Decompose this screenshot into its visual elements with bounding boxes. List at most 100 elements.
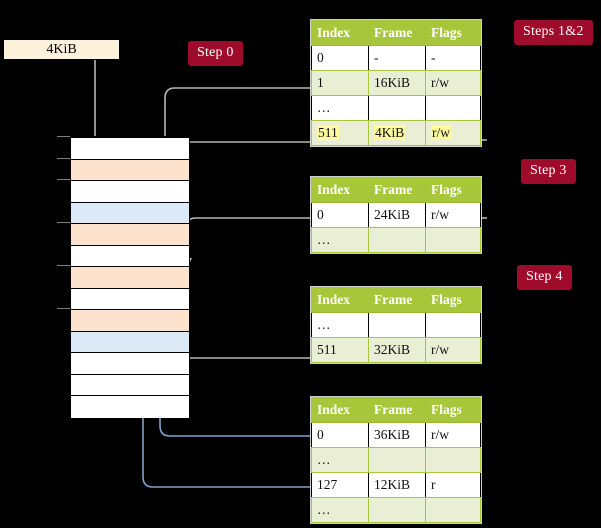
badge-step-0-label: Step 0: [197, 45, 234, 60]
column-header-frame: Frame: [368, 397, 426, 423]
memory-frame-1: [71, 159, 189, 182]
table-row: …: [311, 227, 481, 253]
cell-index: …: [311, 95, 369, 121]
cell-index: …: [311, 447, 369, 473]
memory-frame-6: [71, 267, 189, 289]
column-header-index: Index: [311, 287, 369, 313]
cell-index: …: [311, 497, 369, 523]
cell-flags: r/w: [425, 120, 481, 146]
cell-index: 0: [311, 422, 369, 448]
cell-flags: -: [425, 45, 481, 71]
column-header-frame: Frame: [368, 177, 426, 203]
offset-box-4kib: 4KiB: [3, 39, 120, 60]
table-row: …: [311, 312, 481, 338]
memory-frame-10: [71, 353, 189, 375]
column-header-frame: Frame: [368, 20, 426, 46]
memory-frame-12: [71, 396, 189, 418]
memory-frame-7: [71, 288, 189, 311]
cell-frame: [368, 227, 426, 253]
cell-frame: [368, 447, 426, 473]
badge-step-0: Step 0: [188, 41, 243, 66]
badge-step-3-label: Step 3: [530, 163, 567, 178]
memory-frame-2: [71, 181, 189, 203]
cell-frame: [368, 312, 426, 338]
column-header-frame: Frame: [368, 287, 426, 313]
frame-tick-6: [57, 265, 70, 267]
cell-frame: [368, 497, 426, 523]
frame-tick-8: [57, 308, 70, 310]
memory-frame-9: [71, 331, 189, 354]
cell-frame: 12KiB: [368, 472, 426, 498]
cell-flags: r/w: [425, 70, 481, 96]
cell-index: 0: [311, 202, 369, 228]
cell-index: …: [311, 227, 369, 253]
cell-index: 1: [311, 70, 369, 96]
cell-flags: [425, 312, 481, 338]
memory-frame-8: [71, 310, 189, 332]
cell-frame: 36KiB: [368, 422, 426, 448]
table-row: …: [311, 95, 481, 121]
memory-frame-3: [71, 202, 189, 225]
cell-frame: 32KiB: [368, 337, 426, 363]
badge-step-4: Step 4: [517, 265, 572, 290]
cell-frame: 4KiB: [368, 120, 426, 146]
cell-flags: [425, 227, 481, 253]
memory-frame-11: [71, 374, 189, 397]
frame-tick-1: [57, 157, 70, 159]
offset-box-label: 4KiB: [46, 42, 77, 57]
cell-flags: r/w: [425, 337, 481, 363]
cell-frame: 24KiB: [368, 202, 426, 228]
badge-step-4-label: Step 4: [526, 269, 563, 284]
cell-index: …: [311, 312, 369, 338]
column-header-flags: Flags: [425, 287, 481, 313]
cell-flags: [425, 497, 481, 523]
memory-frame-4: [71, 224, 189, 246]
column-header-flags: Flags: [425, 20, 481, 46]
cell-frame: 16KiB: [368, 70, 426, 96]
column-header-index: Index: [311, 397, 369, 423]
badge-step-3: Step 3: [521, 159, 576, 184]
cell-frame: [368, 95, 426, 121]
frame-tick-2: [57, 179, 70, 181]
column-header-index: Index: [311, 177, 369, 203]
column-header-flags: Flags: [425, 177, 481, 203]
cell-index: 511: [311, 337, 369, 363]
cell-frame: -: [368, 45, 426, 71]
cell-index: 127: [311, 472, 369, 498]
frame-tick-0: [57, 136, 70, 137]
cell-flags: r: [425, 472, 481, 498]
memory-frame-0: [71, 138, 189, 160]
memory-frame-5: [71, 245, 189, 268]
table-row: 511 4KiB r/w: [311, 120, 481, 146]
highlighted-value: 4KiB: [374, 124, 406, 140]
table-row: 0--: [311, 45, 481, 71]
highlighted-value: 511: [317, 124, 339, 140]
frame-tick-4: [57, 222, 70, 224]
table-row: …: [311, 447, 481, 473]
cell-flags: [425, 95, 481, 121]
cell-flags: [425, 447, 481, 473]
physical-memory-column: [70, 136, 190, 418]
table-row: …: [311, 497, 481, 523]
badge-steps-1-2-label: Steps 1&2: [523, 24, 584, 39]
cell-flags: r/w: [425, 202, 481, 228]
cell-index: 0: [311, 45, 369, 71]
column-header-index: Index: [311, 20, 369, 46]
highlighted-value: r/w: [431, 124, 451, 140]
badge-steps-1-2: Steps 1&2: [514, 20, 593, 45]
column-header-flags: Flags: [425, 397, 481, 423]
